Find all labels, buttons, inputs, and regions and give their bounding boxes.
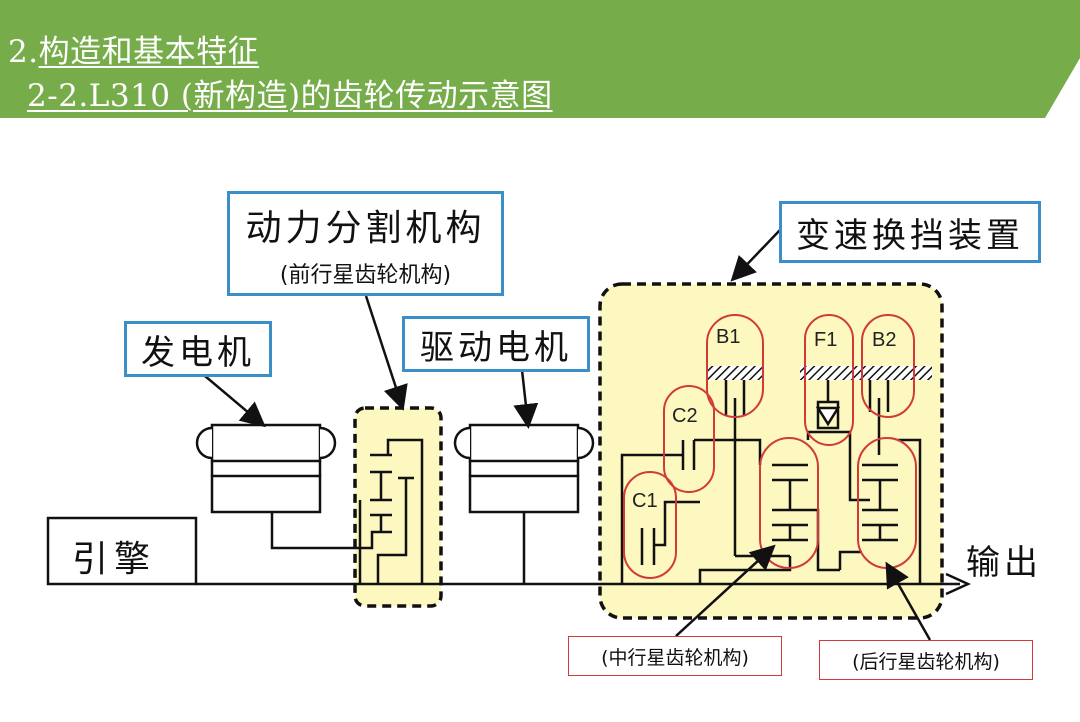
engine-label: 引擎 bbox=[72, 539, 157, 580]
engine-box bbox=[46, 516, 198, 586]
rear-planetary-arrow bbox=[885, 561, 932, 641]
title-banner-shape bbox=[0, 0, 1080, 118]
generator-symbol bbox=[195, 423, 392, 550]
c1-label: C1 bbox=[632, 490, 658, 512]
middle-planetary-note: (中行星齿轮机构) bbox=[568, 636, 782, 676]
generator-arrow bbox=[204, 375, 266, 428]
output-label: 输出 bbox=[966, 543, 1042, 583]
slide-title: 2-2.L310 (新构造)的齿轮传动示意图 bbox=[27, 78, 553, 114]
rear-planetary-note: (后行星齿轮机构) bbox=[819, 640, 1033, 680]
b2-label: B2 bbox=[872, 329, 897, 351]
generator-label: 发电机 bbox=[141, 332, 255, 373]
title-banner: 2.构造和基本特征 2-2.L310 (新构造)的齿轮传动示意图 bbox=[0, 0, 1080, 118]
b1-label: B1 bbox=[716, 326, 741, 348]
transmission-label: 变速换挡装置 bbox=[796, 215, 1024, 256]
power-split-highlight bbox=[353, 406, 443, 608]
main-shaft bbox=[196, 572, 972, 596]
f1-outline bbox=[804, 314, 854, 446]
power-split-label-box: 动力分割机构 (前行星齿轮机构) bbox=[227, 191, 504, 296]
power-split-arrow bbox=[364, 295, 408, 411]
transmission-arrow bbox=[730, 229, 781, 282]
drive-motor-label-box: 驱动电机 bbox=[402, 316, 590, 372]
c2-outline bbox=[663, 385, 715, 493]
section-title: 2.构造和基本特征 bbox=[8, 34, 260, 70]
middle-planetary-arrow bbox=[675, 544, 776, 637]
transmission-label-box: 变速换挡装置 bbox=[779, 201, 1041, 263]
front-planetary-gear bbox=[358, 438, 424, 584]
drive-motor-symbol bbox=[453, 423, 595, 584]
c2-label: C2 bbox=[672, 405, 698, 427]
power-split-subtitle: (前行星齿轮机构) bbox=[279, 262, 452, 288]
c1-outline bbox=[623, 471, 677, 579]
middle-planetary-outline bbox=[759, 437, 819, 569]
b2-outline bbox=[861, 314, 915, 418]
drive-motor-arrow bbox=[513, 369, 539, 429]
f1-label: F1 bbox=[814, 329, 838, 351]
generator-label-box: 发电机 bbox=[124, 321, 272, 377]
b1-outline bbox=[706, 314, 764, 418]
drive-motor-label: 驱动电机 bbox=[420, 327, 572, 368]
pointer-arrows bbox=[204, 229, 932, 641]
power-split-title: 动力分割机构 bbox=[245, 207, 486, 249]
transmission-mechanism bbox=[620, 366, 932, 584]
